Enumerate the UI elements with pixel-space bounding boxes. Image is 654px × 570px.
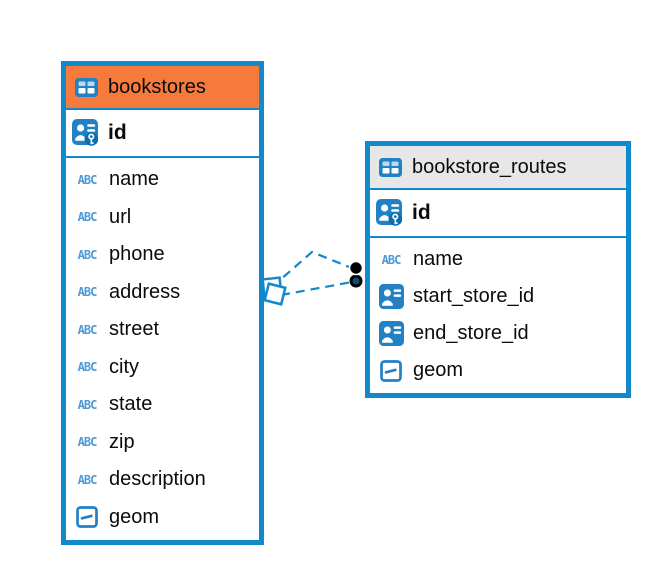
- column-name: address: [109, 280, 181, 303]
- text-type-icon: ABC: [77, 210, 98, 225]
- relationship-source-marker[interactable]: [261, 276, 287, 306]
- table-row[interactable]: ABC url: [66, 199, 259, 237]
- text-type-icon: ABC: [77, 247, 98, 262]
- column-name: description: [109, 468, 206, 491]
- column-name: name: [413, 248, 464, 270]
- column-name-pk: id: [412, 201, 431, 224]
- table-row[interactable]: end_store_id: [370, 315, 626, 352]
- table-row[interactable]: ABC name: [66, 161, 259, 199]
- table-icon: [376, 157, 404, 177]
- geometry-type-icon: [377, 359, 405, 382]
- text-type-icon: ABC: [381, 252, 402, 267]
- table-header-bookstore-routes[interactable]: bookstore_routes: [370, 146, 626, 190]
- table-row[interactable]: ABC state: [66, 386, 259, 424]
- table-row[interactable]: ABC city: [66, 349, 259, 387]
- foreign-key-user-icon: [377, 321, 405, 346]
- foreign-key-user-icon: [377, 284, 405, 309]
- table-bookstore-routes[interactable]: bookstore_routes id ABC: [365, 141, 631, 398]
- column-name: phone: [109, 243, 165, 266]
- column-name: name: [109, 168, 160, 191]
- column-name: start_store_id: [413, 285, 535, 307]
- column-name: city: [109, 355, 139, 378]
- text-type-icon: ABC: [77, 435, 98, 450]
- table-row[interactable]: geom: [370, 352, 626, 389]
- text-type-icon: ABC: [77, 322, 98, 337]
- column-name: zip: [109, 430, 135, 453]
- table-row[interactable]: ABC description: [66, 461, 259, 499]
- table-icon: [72, 77, 100, 97]
- table-body: ABC name start_store_id: [370, 238, 626, 393]
- table-row[interactable]: ABC phone: [66, 236, 259, 274]
- text-type-icon: ABC: [77, 472, 98, 487]
- text-type-icon: ABC: [77, 360, 98, 375]
- column-name: end_store_id: [413, 322, 529, 344]
- table-row[interactable]: start_store_id: [370, 278, 626, 315]
- column-name: url: [109, 205, 132, 228]
- text-type-icon: ABC: [77, 397, 98, 412]
- table-row[interactable]: ABC zip: [66, 424, 259, 462]
- column-name: geom: [109, 505, 160, 528]
- table-row[interactable]: ABC street: [66, 311, 259, 349]
- column-name-pk: id: [108, 121, 127, 144]
- table-body: ABC name ABC url ABC phone ABC address A…: [66, 158, 259, 540]
- table-row[interactable]: ABC name: [370, 241, 626, 278]
- primary-key-user-icon: [72, 118, 100, 148]
- relationship-line-1[interactable]: [271, 250, 355, 288]
- text-type-icon: ABC: [77, 172, 98, 187]
- table-title: bookstores: [108, 75, 206, 98]
- column-name: street: [109, 318, 160, 341]
- table-bookstores[interactable]: bookstores id ABC: [61, 61, 264, 545]
- column-name: state: [109, 393, 153, 416]
- primary-key-user-icon: [376, 198, 404, 228]
- table-title: bookstore_routes: [412, 155, 567, 178]
- table-row[interactable]: ABC address: [66, 274, 259, 312]
- table-row-pk[interactable]: id: [66, 110, 259, 158]
- column-name: geom: [413, 359, 464, 381]
- table-row[interactable]: geom: [66, 499, 259, 537]
- table-row-pk[interactable]: id: [370, 190, 626, 238]
- relationship-target-marker[interactable]: [348, 260, 364, 288]
- relationship-line-2[interactable]: [280, 280, 353, 297]
- text-type-icon: ABC: [77, 285, 98, 300]
- table-header-bookstores[interactable]: bookstores: [66, 66, 259, 110]
- geometry-type-icon: [73, 506, 101, 529]
